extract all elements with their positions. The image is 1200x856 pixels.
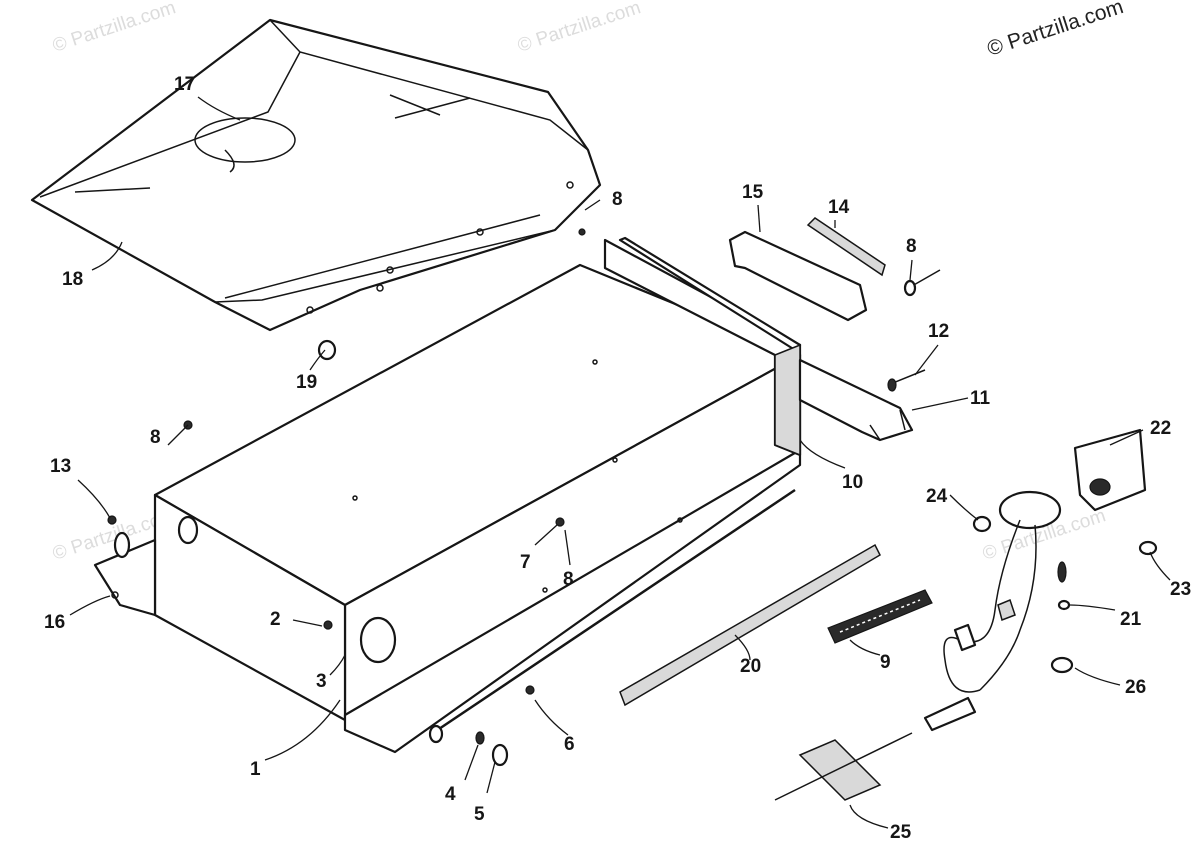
frame-box-part bbox=[93, 263, 802, 754]
callout-3: 3 bbox=[316, 671, 327, 692]
grab-handle-part bbox=[728, 230, 868, 322]
callout-8-mid: 8 bbox=[563, 569, 574, 590]
callout-1: 1 bbox=[250, 759, 261, 780]
long-trim-strip-part bbox=[619, 543, 881, 707]
callout-4: 4 bbox=[445, 784, 456, 805]
callout-13: 13 bbox=[50, 456, 71, 477]
callout-17: 17 bbox=[174, 74, 195, 95]
rod-part bbox=[428, 488, 796, 744]
taillight-assembly-part bbox=[923, 428, 1158, 732]
copyright-text: © Partzilla.com bbox=[984, 0, 1126, 61]
callout-14: 14 bbox=[828, 197, 850, 218]
callout-11: 11 bbox=[970, 388, 991, 409]
callout-23: 23 bbox=[1170, 579, 1191, 600]
callout-19: 19 bbox=[296, 372, 317, 393]
reflector-part bbox=[827, 589, 933, 644]
callout-21: 21 bbox=[1120, 609, 1142, 630]
callout-18: 18 bbox=[62, 269, 83, 290]
watermark-top-center: © Partzilla.com bbox=[515, 0, 643, 57]
callout-26: 26 bbox=[1125, 677, 1146, 698]
callout-25: 25 bbox=[890, 822, 912, 843]
callout-10: 10 bbox=[842, 472, 863, 493]
callout-22: 22 bbox=[1150, 418, 1171, 439]
callout-12: 12 bbox=[928, 321, 949, 342]
seat-cover-part bbox=[30, 18, 602, 332]
callout-9: 9 bbox=[880, 652, 891, 673]
callout-20: 20 bbox=[740, 656, 761, 677]
callout-2: 2 bbox=[270, 609, 281, 630]
grommet-part bbox=[317, 339, 337, 361]
rivet-handle-part bbox=[903, 269, 941, 297]
rear-bumper-part bbox=[798, 358, 914, 442]
callout-8-left: 8 bbox=[150, 427, 161, 448]
callout-5: 5 bbox=[474, 804, 485, 825]
callout-8-handle: 8 bbox=[906, 236, 917, 257]
trim-strip-part bbox=[806, 217, 886, 277]
watermark-top-left: © Partzilla.com bbox=[50, 0, 178, 57]
callout-16: 16 bbox=[44, 612, 65, 633]
callout-24: 24 bbox=[926, 486, 948, 507]
callout-15: 15 bbox=[742, 182, 764, 203]
pin-part bbox=[887, 369, 926, 392]
callout-labels: 17 18 19 8 15 14 8 12 11 10 8 13 16 2 3 … bbox=[44, 74, 1191, 843]
callout-7: 7 bbox=[520, 552, 531, 573]
connector-pad-part bbox=[774, 732, 913, 801]
fastener-hardware bbox=[107, 228, 586, 767]
leader-lines bbox=[69, 96, 1171, 829]
callout-6: 6 bbox=[564, 734, 575, 755]
callout-8-top: 8 bbox=[612, 189, 623, 210]
rear-bracket-part bbox=[603, 236, 802, 457]
